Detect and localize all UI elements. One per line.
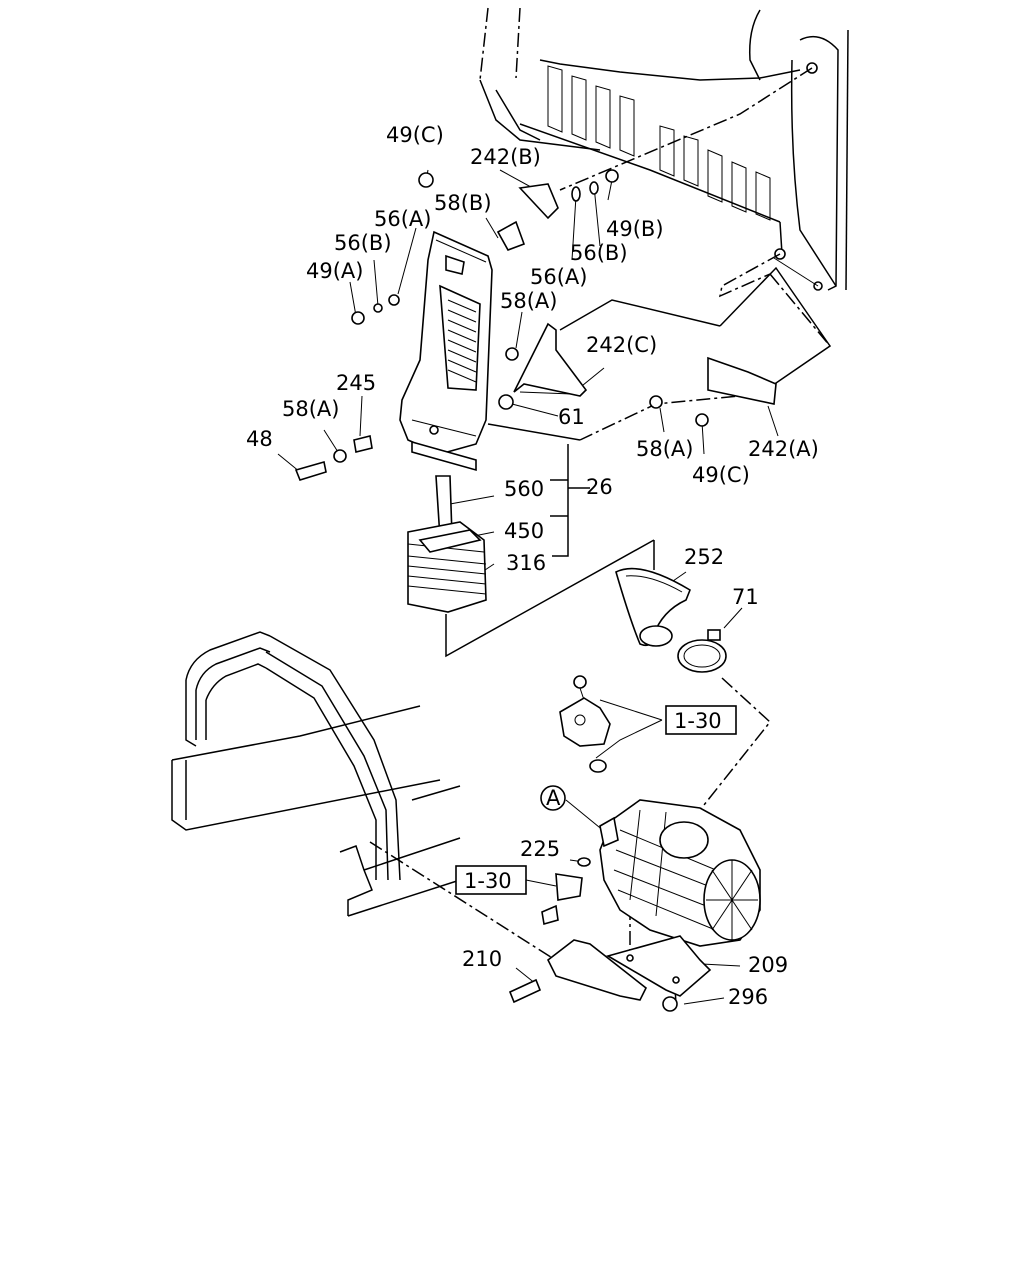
ref-box-upper [665,705,737,735]
label-252: 252 [684,545,724,569]
label-49b: 49(B) [606,217,664,241]
label-a: A [546,786,561,810]
chassis-frame [171,631,461,917]
ref-box-lower [455,865,527,895]
label-450: 450 [504,519,544,543]
label-56a-left: 56(A) [374,207,431,231]
label-56b-right: 56(B) [570,241,628,265]
label-58a-right: 58(A) [636,437,693,461]
mounting-plate-209 [546,935,712,1001]
label-56a-right: 56(A) [530,265,587,289]
label-560: 560 [504,477,544,501]
air-duct-assembly [399,230,493,472]
label-58a-mid: 58(A) [500,289,557,313]
label-209: 209 [748,953,788,977]
label-225: 225 [520,837,560,861]
label-1-30-bottom: 1-30 [464,869,512,893]
label-49c-right: 49(C) [692,463,750,487]
label-61: 61 [558,405,585,429]
label-49c-top: 49(C) [386,123,444,147]
label-58a-left: 58(A) [282,397,339,421]
label-296: 296 [728,985,768,1009]
hose-252 [615,567,691,647]
label-56b-left: 56(B) [334,231,392,255]
air-cleaner [599,799,761,947]
label-316: 316 [506,551,546,575]
hose-clamp-71 [677,629,727,673]
label-242a: 242(A) [748,437,819,461]
label-48: 48 [246,427,273,451]
label-49a: 49(A) [306,259,363,283]
label-71: 71 [732,585,759,609]
label-242c: 242(C) [586,333,657,357]
label-210: 210 [462,947,502,971]
fasteners [294,169,777,1012]
cab-back-panel [479,7,849,291]
label-26: 26 [586,475,613,499]
label-242b: 242(B) [470,145,541,169]
label-1-30-top: 1-30 [674,709,722,733]
ref-circle-a [540,785,566,811]
label-58b: 58(B) [434,191,492,215]
part-labels: 49(C) 242(B) 58(B) 56(A) 56(B) 49(A) 49(… [246,123,819,1009]
bracket-upper [559,675,611,773]
label-245: 245 [336,371,376,395]
pre-cleaner-assembly [407,521,487,613]
